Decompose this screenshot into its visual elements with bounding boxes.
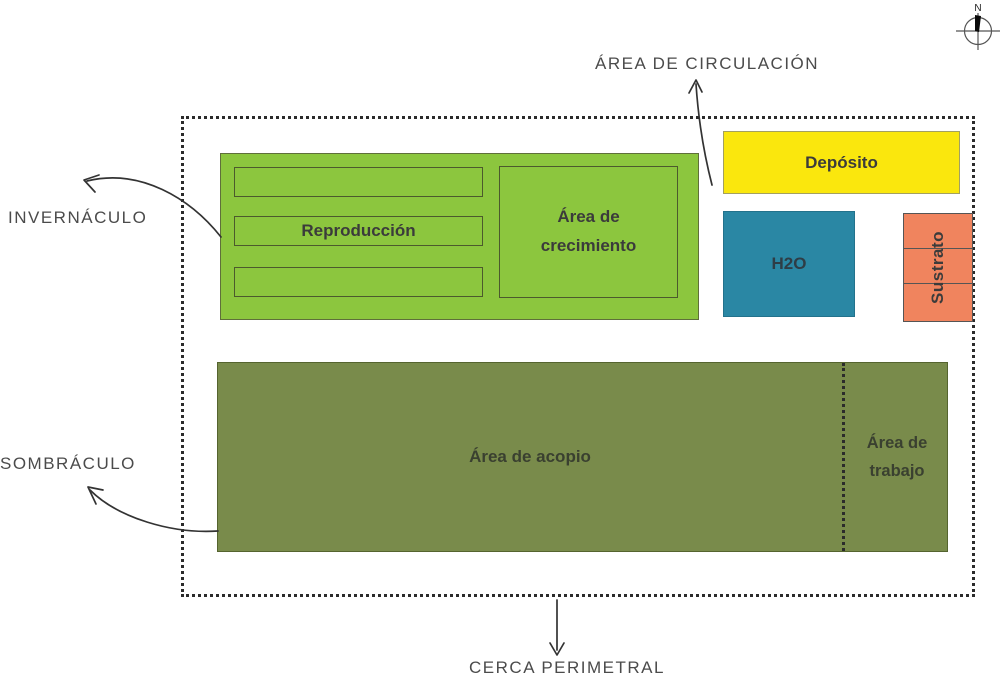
substrate-divider-2 xyxy=(904,283,972,284)
storage-area-label: Área de acopio xyxy=(469,447,591,466)
work-area-zone: Área de trabajo xyxy=(845,363,949,551)
water-label: H2O xyxy=(771,254,807,273)
work-area-divider xyxy=(842,363,845,551)
deposit-box: Depósito xyxy=(723,131,960,194)
greenhouse-label: INVERNÁCULO xyxy=(8,208,148,227)
compass-north-letter: N xyxy=(974,3,981,14)
reproduction-label: Reproducción xyxy=(301,221,416,240)
perimeter-fence-border xyxy=(181,116,975,597)
compass-icon: N xyxy=(956,3,1000,50)
perimeter-fence-label: CERCA PERIMETRAL xyxy=(469,658,665,677)
shade-house-label: SOMBRÁCULO xyxy=(0,454,136,473)
greenhouse-box: Reproducción Área de crecimiento xyxy=(220,153,699,320)
perimeter-fence-arrow xyxy=(549,599,565,656)
shade-house-box: Área de acopio Área de trabajo xyxy=(217,362,948,552)
substrate-divider-1 xyxy=(904,248,972,249)
circulation-area-label: ÁREA DE CIRCULACIÓN xyxy=(595,54,820,73)
reproduction-bench: Reproducción xyxy=(234,216,483,246)
growth-area-box: Área de crecimiento xyxy=(499,166,678,298)
deposit-label: Depósito xyxy=(805,152,878,172)
substrate-label: Sustrato xyxy=(928,231,947,304)
bench-row-3 xyxy=(234,267,483,297)
work-area-label: Área de trabajo xyxy=(866,433,928,480)
water-box: H2O xyxy=(723,211,855,317)
growth-area-label: Área de crecimiento xyxy=(540,207,637,255)
bench-row-1 xyxy=(234,167,483,197)
substrate-box: Sustrato xyxy=(903,213,973,322)
storage-area-zone: Área de acopio xyxy=(218,363,842,551)
